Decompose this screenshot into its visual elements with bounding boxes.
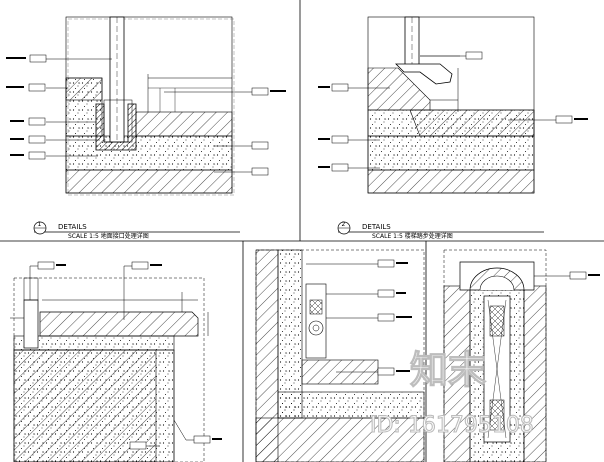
- watermark-id: ID: 161795108: [370, 413, 534, 438]
- detail-2-title-bar: [337, 221, 544, 235]
- detail-1-number: 1: [38, 221, 42, 228]
- detail-1-title: DETAILS: [58, 223, 87, 231]
- detail-2-drawing: [318, 16, 588, 194]
- detail-1-drawing: [6, 16, 286, 196]
- detail-5-drawing: [443, 249, 600, 462]
- detail-2-title: DETAILS: [362, 223, 391, 231]
- detail-2-number: 2: [342, 221, 346, 228]
- detail-2-scale: SCALE 1:5 楼梯踏步处理详图: [372, 232, 453, 240]
- detail-1-title-bar: [33, 221, 240, 235]
- detail-1-scale: SCALE 1:5 地面接口处理详图: [68, 232, 149, 240]
- detail-4-drawing: [255, 249, 425, 462]
- detail-3-drawing: [10, 261, 222, 462]
- watermark-brand: 知末: [410, 348, 486, 392]
